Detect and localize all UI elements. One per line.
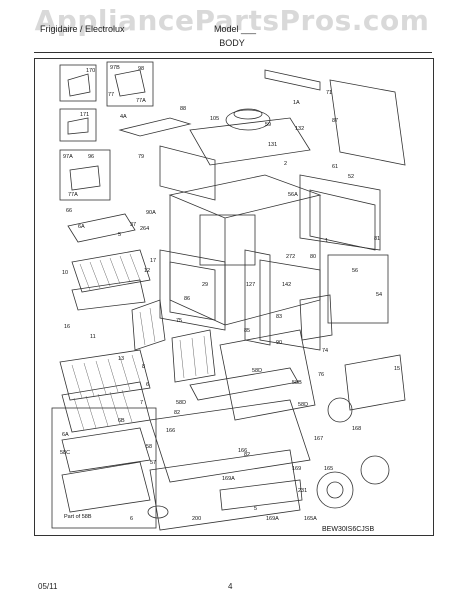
svg-text:83: 83 — [276, 314, 282, 320]
svg-text:127: 127 — [246, 282, 255, 288]
section-title: BODY — [219, 38, 245, 48]
svg-text:97A: 97A — [63, 154, 73, 160]
svg-text:169A: 169A — [222, 476, 235, 482]
note-part-of-58b: Part of 58B — [64, 514, 92, 520]
svg-text:2: 2 — [284, 161, 287, 167]
svg-text:5: 5 — [118, 232, 121, 238]
svg-text:87: 87 — [332, 118, 338, 124]
svg-text:7: 7 — [140, 400, 143, 406]
svg-text:105: 105 — [210, 116, 219, 122]
header-rule — [34, 52, 432, 53]
svg-text:58D: 58D — [176, 400, 186, 406]
part-box-97a — [59, 149, 111, 201]
header-brand: Frigidaire / Electrolux — [40, 24, 125, 34]
svg-text:12: 12 — [144, 268, 150, 274]
svg-text:169: 169 — [292, 466, 301, 472]
svg-text:82: 82 — [174, 410, 180, 416]
svg-text:11: 11 — [90, 334, 96, 340]
header-model: Model ___ — [214, 24, 257, 34]
svg-text:75: 75 — [176, 318, 182, 324]
svg-text:59: 59 — [265, 122, 271, 128]
svg-text:56A: 56A — [288, 192, 298, 198]
svg-text:142: 142 — [282, 282, 291, 288]
svg-text:77A: 77A — [136, 98, 146, 104]
svg-text:81: 81 — [374, 236, 380, 242]
svg-text:58C: 58C — [60, 450, 70, 456]
svg-text:61: 61 — [332, 164, 338, 170]
svg-text:58: 58 — [146, 444, 152, 450]
svg-text:272: 272 — [286, 254, 295, 260]
svg-text:6: 6 — [146, 382, 149, 388]
part-number-labels: 170 97B 98 77 77A 171 97A 96 77A 4A 88 1… — [60, 65, 400, 522]
part-box-58c — [51, 407, 157, 529]
svg-text:6A: 6A — [62, 432, 69, 438]
svg-text:58D: 58D — [252, 368, 262, 374]
svg-text:4A: 4A — [120, 114, 127, 120]
svg-text:200: 200 — [192, 516, 201, 522]
svg-text:54: 54 — [376, 292, 382, 298]
part-box-171 — [59, 108, 97, 142]
svg-text:71: 71 — [326, 90, 332, 96]
svg-text:52: 52 — [348, 174, 354, 180]
svg-text:85: 85 — [244, 328, 250, 334]
svg-text:86: 86 — [184, 296, 190, 302]
svg-text:1A: 1A — [293, 100, 300, 106]
svg-text:166: 166 — [166, 428, 175, 434]
svg-text:6: 6 — [130, 516, 133, 522]
svg-text:165A: 165A — [304, 516, 317, 522]
svg-text:88: 88 — [180, 106, 186, 112]
svg-text:80: 80 — [310, 254, 316, 260]
footer-page-number: 4 — [228, 582, 233, 591]
svg-text:8: 8 — [142, 364, 145, 370]
svg-text:96: 96 — [88, 154, 94, 160]
svg-text:77: 77 — [108, 92, 114, 98]
diagram-code: BEW30IS6CJSB — [322, 526, 374, 533]
svg-text:5: 5 — [254, 506, 257, 512]
svg-text:82: 82 — [244, 452, 250, 458]
svg-text:58D: 58D — [298, 402, 308, 408]
svg-text:1: 1 — [325, 238, 328, 244]
svg-text:77A: 77A — [68, 192, 78, 198]
watermark: AppliancePartsPros.com — [34, 4, 430, 37]
svg-text:15: 15 — [394, 366, 400, 372]
part-box-56 — [327, 254, 389, 324]
svg-text:165: 165 — [324, 466, 333, 472]
svg-text:6B: 6B — [118, 418, 125, 424]
svg-text:74: 74 — [322, 348, 328, 354]
svg-text:10: 10 — [62, 270, 68, 276]
svg-text:13: 13 — [118, 356, 124, 362]
footer-date: 05/11 — [38, 582, 58, 591]
svg-text:171: 171 — [80, 112, 89, 118]
svg-text:166: 166 — [238, 448, 247, 454]
svg-text:6A: 6A — [78, 224, 85, 230]
svg-text:76: 76 — [318, 372, 324, 378]
part-box-170 — [59, 64, 97, 102]
svg-text:17: 17 — [150, 258, 156, 264]
svg-text:56: 56 — [352, 268, 358, 274]
svg-text:170: 170 — [86, 68, 95, 74]
svg-text:16: 16 — [64, 324, 70, 330]
svg-text:98: 98 — [138, 66, 144, 72]
svg-text:97B: 97B — [110, 65, 120, 71]
diagram-frame — [34, 58, 434, 536]
svg-text:90: 90 — [276, 340, 282, 346]
svg-text:169A: 169A — [266, 516, 279, 522]
svg-text:168: 168 — [352, 426, 361, 432]
svg-text:132: 132 — [295, 126, 304, 132]
svg-text:57: 57 — [150, 460, 156, 466]
part-box-97b — [106, 61, 154, 107]
svg-text:90A: 90A — [146, 210, 156, 216]
svg-text:37: 37 — [130, 222, 136, 228]
svg-text:131: 131 — [268, 142, 277, 148]
svg-text:66: 66 — [66, 208, 72, 214]
svg-text:167: 167 — [314, 436, 323, 442]
svg-text:264: 264 — [140, 226, 149, 232]
svg-text:79: 79 — [138, 154, 144, 160]
svg-text:231: 231 — [298, 488, 307, 494]
svg-text:29: 29 — [202, 282, 208, 288]
svg-text:58B: 58B — [292, 380, 302, 386]
